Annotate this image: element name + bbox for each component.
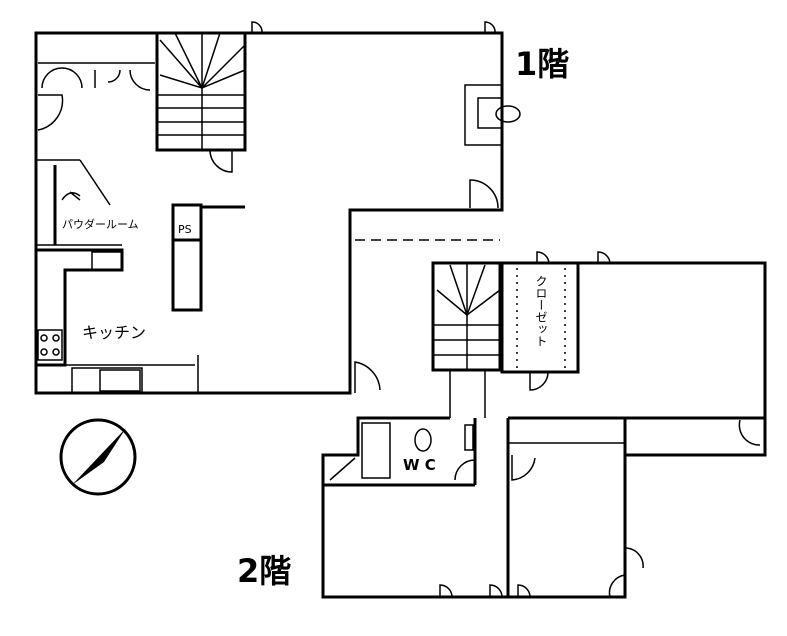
closet: クローゼット [500, 261, 580, 391]
ps-label: PS [178, 223, 192, 236]
wc-label: W C [403, 456, 436, 474]
first-floor-stairs [155, 31, 247, 173]
kitchen-label: キッチン [82, 323, 146, 342]
closet-label: クローゼット [534, 275, 548, 347]
powder-room: パウダールーム [36, 159, 139, 246]
kitchen-area: PS キッチン [36, 203, 203, 394]
first-floor-fixtures [251, 21, 521, 393]
north-arrow-icon [59, 418, 137, 496]
powder-room-label: パウダールーム [62, 217, 139, 231]
first-floor-label: 1階 [515, 45, 569, 83]
storage-closets [37, 62, 155, 131]
first-floor-walls [34, 31, 504, 395]
second-floor-stairs [431, 261, 502, 372]
wc-room: W C [361, 422, 476, 481]
second-floor-label: 2階 [237, 552, 291, 590]
second-floor-doors [439, 251, 761, 598]
second-floor-walls [321, 261, 767, 599]
